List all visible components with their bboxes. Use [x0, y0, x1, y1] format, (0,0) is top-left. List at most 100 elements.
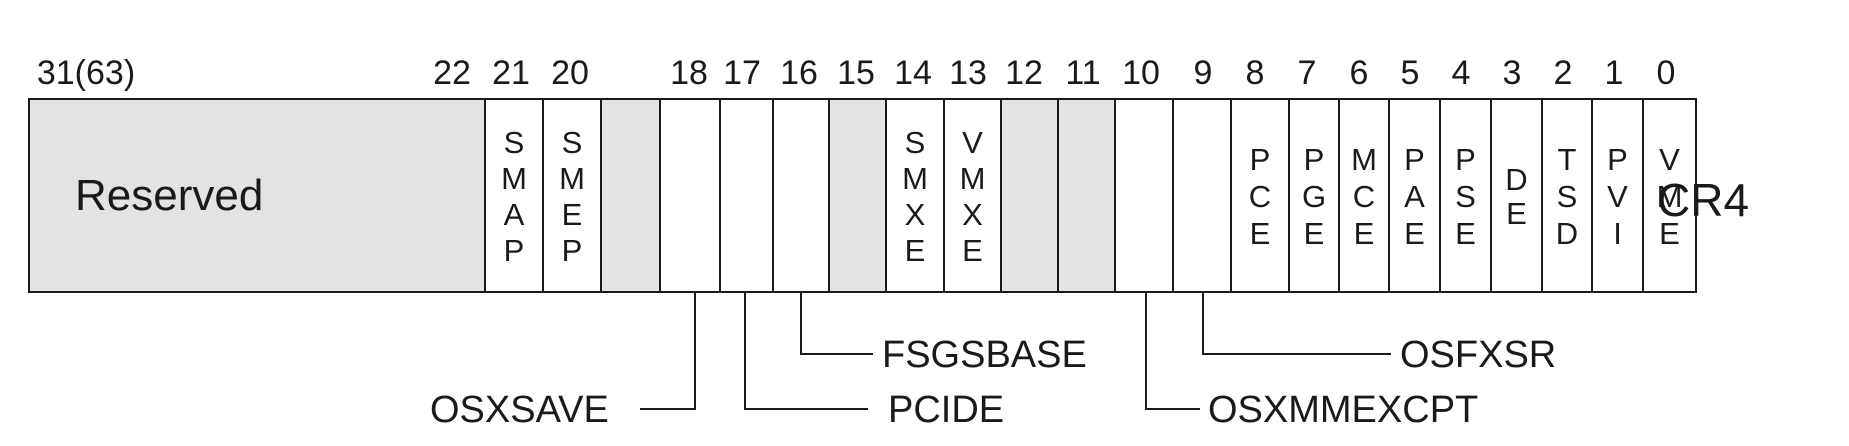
field-cell: [542, 98, 602, 293]
unlabeled-field: [719, 98, 774, 293]
field-cell: [1541, 98, 1593, 293]
bit-callouts: OSXSAVE PCIDE FSGSBASE OSXMMEXCPT OSFXSR: [430, 292, 1556, 431]
field-cell: [1439, 98, 1492, 293]
field-cell: [1114, 98, 1174, 293]
callout-osfxsr: OSFXSR: [1202, 292, 1556, 376]
field-cell: [1591, 98, 1644, 293]
reserved-field: [600, 98, 661, 293]
bit-number-10: 10: [1122, 54, 1160, 92]
bit-number-0: 0: [1657, 54, 1676, 92]
unlabeled-field: [1172, 98, 1232, 293]
field-cell: [943, 98, 1002, 293]
bit-number-2: 2: [1554, 54, 1573, 92]
field-cell: [1642, 98, 1697, 293]
bit-number-8: 8: [1246, 54, 1265, 92]
bit-number-20: 20: [551, 54, 589, 92]
bit-number-14: 14: [894, 54, 932, 92]
bit-number-3: 3: [1503, 54, 1522, 92]
callout-label: OSXMMEXCPT: [1208, 389, 1478, 431]
field-cell: [28, 98, 486, 293]
callout-label: OSFXSR: [1400, 334, 1556, 376]
reserved-field: [1000, 98, 1059, 293]
bit-number-18: 18: [670, 54, 708, 92]
field-cell: [1172, 98, 1232, 293]
bit-number-22: 22: [433, 54, 471, 92]
field-cell: [719, 98, 774, 293]
callout-label: OSXSAVE: [430, 389, 609, 431]
bit-number-21: 21: [492, 54, 530, 92]
bit-number-31-63: 31(63): [37, 54, 135, 92]
bit-number-7: 7: [1298, 54, 1317, 92]
bit-number-12: 12: [1005, 54, 1043, 92]
bit-number-11: 11: [1065, 54, 1100, 92]
field-cell: [1057, 98, 1116, 293]
unlabeled-field: [1114, 98, 1174, 293]
callout-leader-line: [1145, 292, 1200, 410]
field-cell: [600, 98, 661, 293]
field-cell: [659, 98, 721, 293]
callout-leader-line: [744, 292, 868, 410]
bit-number-5: 5: [1401, 54, 1420, 92]
field-reserved: Reserved: [28, 98, 486, 293]
callout-osxsave: OSXSAVE: [430, 292, 696, 431]
callout-label: FSGSBASE: [882, 334, 1087, 376]
field-cell: [484, 98, 544, 293]
reserved-label: Reserved: [75, 171, 263, 220]
bit-number-9: 9: [1194, 54, 1213, 92]
callout-leader-line: [640, 292, 696, 410]
bit-number-4: 4: [1452, 54, 1471, 92]
callout-leader-line: [1202, 292, 1391, 355]
unlabeled-field: [659, 98, 721, 293]
callout-label: PCIDE: [888, 389, 1004, 431]
field-cell: [1388, 98, 1441, 293]
unlabeled-field: [772, 98, 830, 293]
bit-number-1: 1: [1605, 54, 1624, 92]
callout-pcide: PCIDE: [744, 292, 1004, 431]
reserved-field: [828, 98, 887, 293]
bit-number-17: 17: [723, 54, 761, 92]
callout-fsgsbase: FSGSBASE: [800, 292, 1087, 376]
field-cell: [1288, 98, 1340, 293]
bit-number-6: 6: [1350, 54, 1369, 92]
field-cell: [772, 98, 830, 293]
reserved-field: [1057, 98, 1116, 293]
register-name-label: CR4: [1657, 174, 1749, 226]
field-cell: [828, 98, 887, 293]
field-cell: [1000, 98, 1059, 293]
callout-osxmmexcpt: OSXMMEXCPT: [1145, 292, 1478, 431]
bit-number-16: 16: [780, 54, 818, 92]
bit-number-13: 13: [949, 54, 987, 92]
field-cell: [1230, 98, 1290, 293]
bit-number-15: 15: [837, 54, 875, 92]
callout-leader-line: [800, 292, 873, 355]
